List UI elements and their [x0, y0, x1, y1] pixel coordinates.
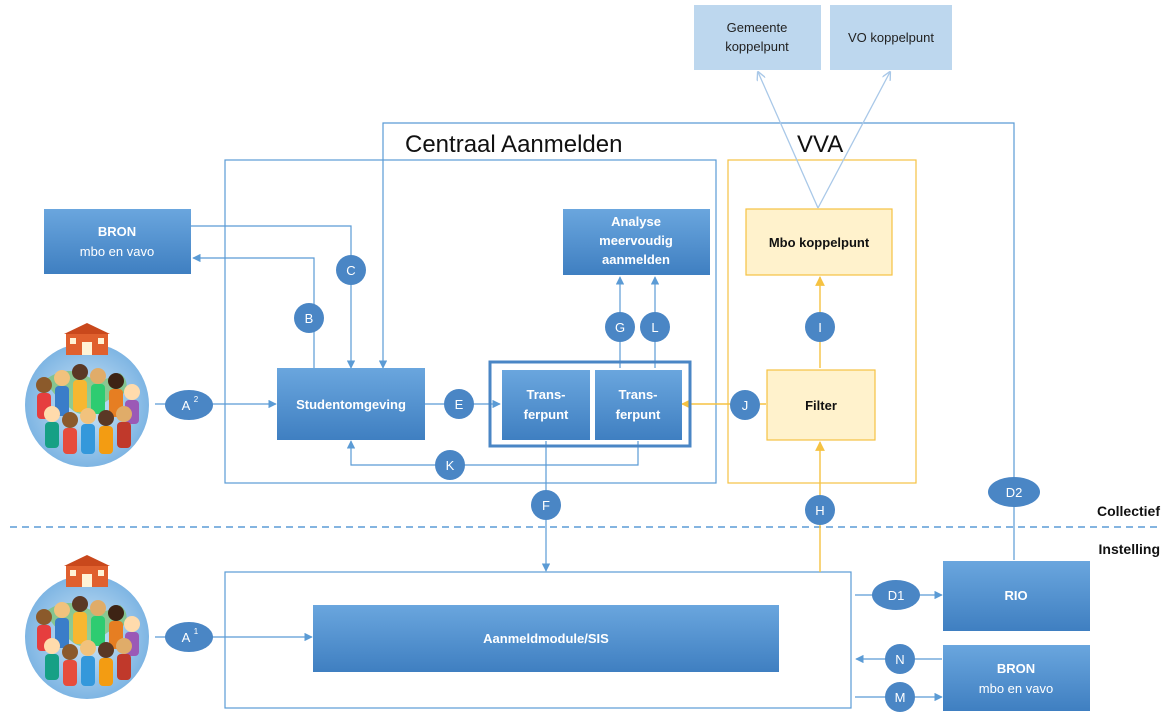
- k-line: [346, 440, 639, 466]
- transferpunt-box-1: [502, 370, 590, 440]
- marker-g: G: [605, 312, 635, 342]
- studentomgeving-box: [277, 368, 425, 440]
- transferpunt-2-label-1: Trans-: [618, 387, 657, 402]
- marker-e: E: [444, 389, 474, 419]
- rio-label: RIO: [1004, 588, 1027, 603]
- marker-k: K: [435, 450, 465, 480]
- svg-text:A: A: [182, 398, 191, 413]
- transferpunt-group: [488, 360, 692, 448]
- svg-text:N: N: [895, 652, 904, 667]
- svg-text:J: J: [742, 398, 749, 413]
- vva-title: VVA: [797, 131, 843, 158]
- marker-c: C: [336, 255, 366, 285]
- marker-h: H: [805, 495, 835, 525]
- marker-a1: A 1: [165, 622, 213, 652]
- bron-bottom-label-2: mbo en vavo: [979, 681, 1053, 696]
- svg-text:2: 2: [194, 395, 199, 404]
- gemeente-label-1: Gemeente: [727, 20, 788, 35]
- transferpunt-2-label-2: ferpunt: [616, 407, 661, 422]
- svg-text:A: A: [182, 630, 191, 645]
- analyse-label-2: meervoudig: [599, 233, 673, 248]
- svg-text:G: G: [615, 320, 625, 335]
- aanmeldmodule-box: [313, 605, 779, 672]
- vva-container: [727, 159, 917, 484]
- svg-text:M: M: [895, 690, 906, 705]
- marker-m: M: [885, 682, 915, 712]
- marker-f: F: [531, 490, 561, 520]
- marker-i: I: [805, 312, 835, 342]
- svg-text:K: K: [446, 458, 455, 473]
- transferpunt-1-label-2: ferpunt: [524, 407, 569, 422]
- svg-text:B: B: [305, 311, 314, 326]
- marker-b: B: [294, 303, 324, 333]
- analyse-box: [563, 209, 710, 275]
- central-title: Centraal Aanmelden: [405, 131, 622, 158]
- mbo-koppelpunt-label: Mbo koppelpunt: [769, 235, 870, 250]
- mbo-koppelpunt-box: [745, 208, 893, 276]
- instelling-label: Instelling: [1099, 541, 1160, 557]
- collectief-label: Collectief: [1097, 503, 1160, 519]
- svg-text:I: I: [818, 320, 822, 335]
- marker-d2: D2: [988, 477, 1040, 507]
- gemeente-koppelpunt-box: [694, 5, 821, 70]
- marker-a2: A 2: [165, 390, 213, 420]
- c-line: [191, 225, 356, 369]
- bron-top-label-2: mbo en vavo: [80, 244, 154, 259]
- aanmeldmodule-label: Aanmeldmodule/SIS: [483, 631, 609, 646]
- vo-koppelpunt-box: [830, 5, 952, 70]
- bron-bottom-box: [943, 645, 1090, 711]
- bron-top-label-1: BRON: [98, 224, 136, 239]
- rio-box: [943, 561, 1090, 631]
- students-globe-illustration-bottom: [25, 555, 149, 699]
- analyse-label-1: Analyse: [611, 214, 661, 229]
- svg-text:E: E: [455, 397, 464, 412]
- analyse-label-3: aanmelden: [602, 252, 670, 267]
- svg-text:D1: D1: [888, 588, 905, 603]
- transferpunt-1-label-1: Trans-: [526, 387, 565, 402]
- svg-text:D2: D2: [1006, 485, 1023, 500]
- students-globe-illustration-top: [25, 323, 149, 467]
- filter-label: Filter: [805, 398, 837, 413]
- vo-koppelpunt-label: VO koppelpunt: [848, 30, 934, 45]
- d2-route-line: [378, 122, 1015, 560]
- svg-text:1: 1: [194, 627, 199, 636]
- marker-n: N: [885, 644, 915, 674]
- bron-bottom-label-1: BRON: [997, 661, 1035, 676]
- central-container: [224, 159, 717, 484]
- instelling-container: [224, 571, 852, 709]
- svg-text:F: F: [542, 498, 550, 513]
- svg-text:C: C: [346, 263, 355, 278]
- marker-j: J: [730, 390, 760, 420]
- gemeente-label-2: koppelpunt: [725, 39, 789, 54]
- filter-box: [766, 369, 876, 441]
- studentomgeving-label: Studentomgeving: [296, 397, 406, 412]
- marker-l: L: [640, 312, 670, 342]
- bron-top-box: [44, 209, 191, 274]
- to-vo-line: [817, 72, 890, 209]
- svg-text:H: H: [815, 503, 824, 518]
- marker-d1: D1: [872, 580, 920, 610]
- to-gemeente-line: [758, 72, 819, 209]
- transferpunt-box-2: [595, 370, 682, 440]
- svg-text:L: L: [651, 320, 658, 335]
